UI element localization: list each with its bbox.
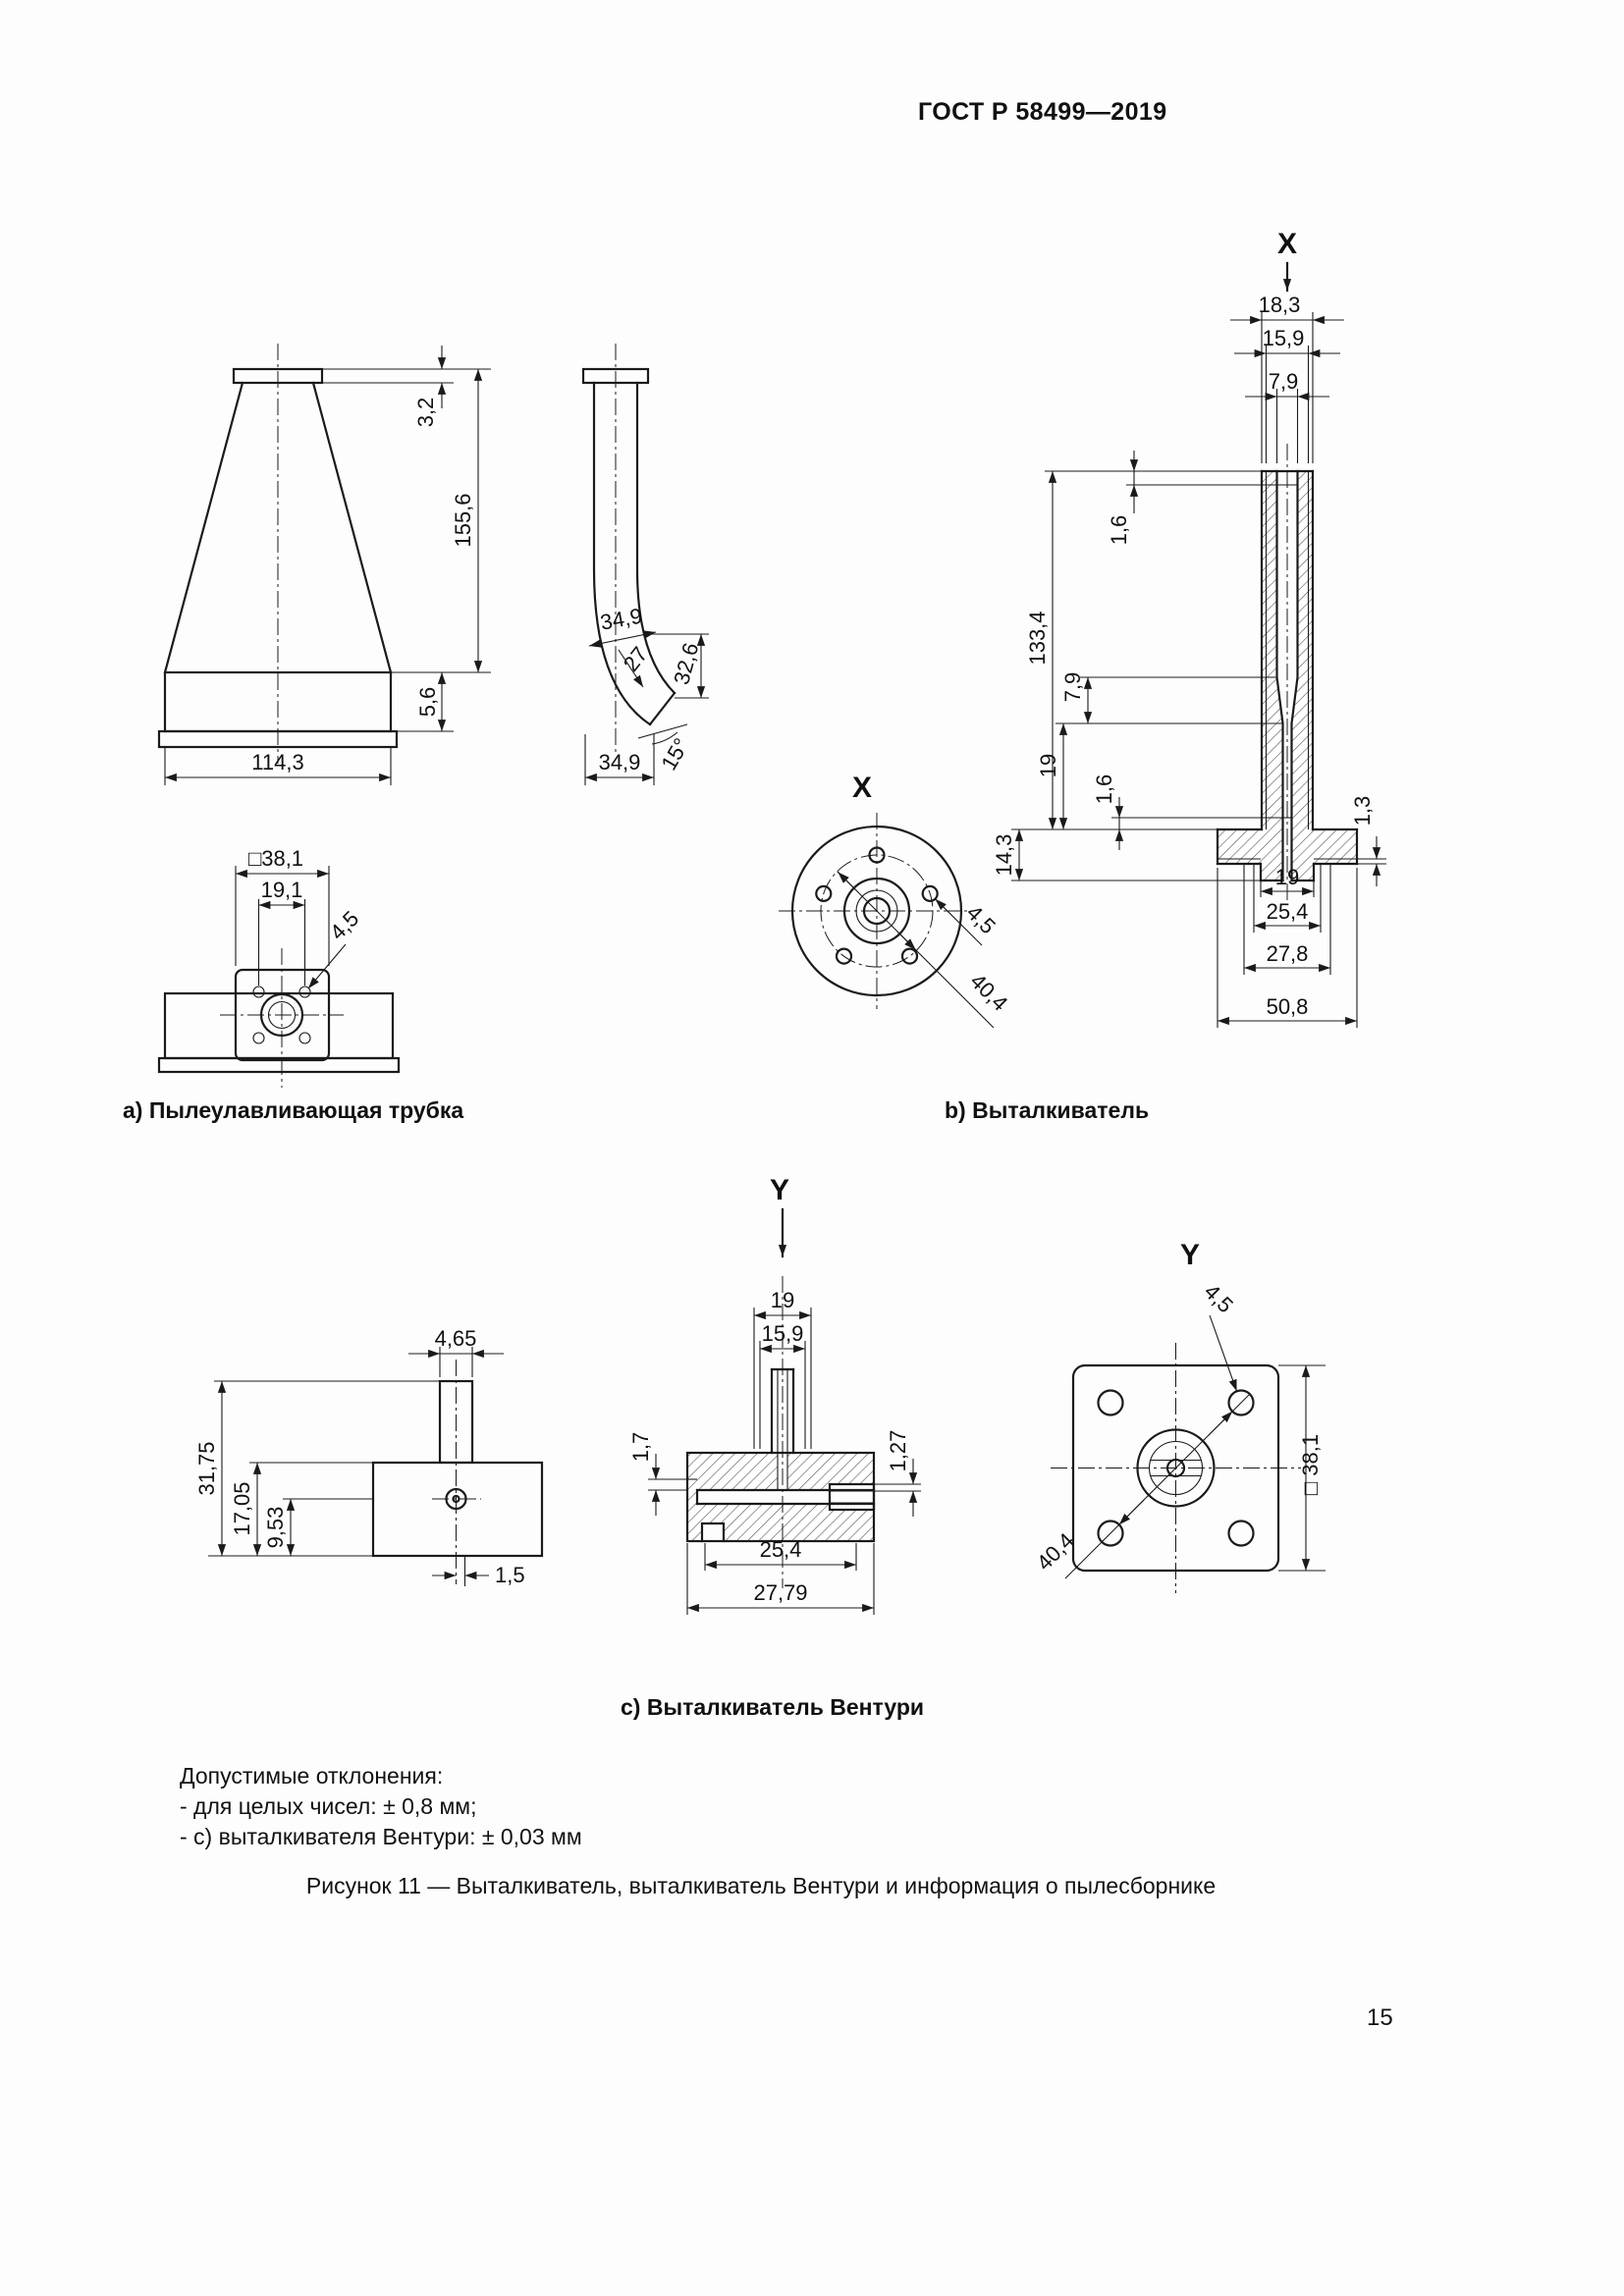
fig-b-dim-boss: 19 (1275, 865, 1299, 889)
page-number: 15 (1367, 2004, 1393, 2031)
fig-c-dim-top-outer: 19 (771, 1288, 794, 1312)
fig-c-section-view: Y 19 (628, 1174, 921, 1615)
fig-b-section-view: X (992, 228, 1386, 1028)
fig-a-dim-side-top-width: 34,9 (598, 604, 644, 635)
fig-c-dim-hole: 4,5 (1200, 1279, 1238, 1317)
fig-b-dim-recess: 25,4 (1267, 899, 1309, 924)
fig-a-dim-skirt: 5,6 (415, 687, 440, 718)
fig-b-dim-lip: 1,3 (1350, 796, 1375, 827)
fig-b-dim-wall: 1,6 (1107, 515, 1131, 546)
fig-b-dim-outer: 18,3 (1259, 293, 1301, 317)
fig-b-dim-hole: 4,5 (962, 900, 1001, 938)
figure-caption: Рисунок 11 — Выталкиватель, выталкивател… (305, 1873, 1217, 1898)
page-header: ГОСТ Р 58499—2019 (918, 98, 1167, 126)
fig-a-side-view: 34,9 27 32,6 34,9 15° (581, 344, 709, 785)
fig-c-dim-top-inner: 15,9 (762, 1321, 804, 1346)
fig-c-view-marker-y: Y (1180, 1239, 1200, 1271)
fig-c-dim-inner-width: 25,4 (760, 1537, 802, 1562)
fig-c-dim-lower-height: 9,53 (263, 1507, 288, 1549)
fig-c-dim-height: 31,75 (194, 1441, 219, 1495)
fig-b-dim-taper: 7,9 (1060, 672, 1085, 703)
fig-c-dim-step-left: 1,7 (628, 1432, 653, 1463)
fig-b-dim-flange-width: 50,8 (1267, 994, 1309, 1019)
fig-b-dim-mid: 15,9 (1263, 326, 1305, 350)
fig-c-dim-stem: 4,65 (435, 1326, 477, 1351)
fig-a-dim-flange: 3,2 (413, 398, 438, 428)
fig-b-dim-throat: 19 (1036, 754, 1060, 777)
fig-a-dim-square: □38,1 (248, 846, 303, 871)
fig-b-dim-step: 27,8 (1267, 941, 1309, 966)
fig-a-dim-height: 155,6 (451, 493, 475, 547)
fig-a-dim-angle: 15° (656, 734, 693, 774)
fig-c-y-view: Y 4,5 □ 38,1 40,4 (1032, 1239, 1326, 1593)
fig-b-dim-bolt-circle: 40,4 (965, 969, 1012, 1016)
fig-c-view-marker-top: Y (770, 1174, 789, 1206)
fig-a-dim-side-bottom-width: 34,9 (599, 750, 641, 774)
fig-b-view-marker-x: X (852, 772, 872, 804)
fig-c-dim-diagonal: 40,4 (1032, 1528, 1079, 1575)
fig-a-front-view: 3,2 155,6 5,6 114,3 (157, 344, 491, 785)
fig-b-label: b) Выталкиватель (945, 1097, 1150, 1123)
tolerance-item-1: - для целых чисел: ± 0,8 мм; (180, 1793, 477, 1819)
fig-b-x-view: X 40,4 4,5 (779, 772, 1012, 1029)
fig-b-dim-flange-height: 14,3 (992, 834, 1016, 877)
fig-b-view-marker-top: X (1277, 228, 1297, 260)
fig-a-dim-width: 114,3 (251, 750, 303, 774)
tolerance-title: Допустимые отклонения: (180, 1763, 444, 1789)
fig-c-label: c) Выталкиватель Вентури (621, 1694, 925, 1720)
fig-a-bottom-view: □38,1 19,1 4,5 (157, 846, 401, 1088)
fig-c-dim-square: □ 38,1 (1298, 1434, 1323, 1495)
fig-c-dim-step-right: 1,27 (886, 1430, 910, 1472)
fig-a-dim-bolt-spacing: 19,1 (261, 878, 303, 902)
fig-b-dim-bore: 7,9 (1269, 369, 1299, 394)
tolerance-note: Допустимые отклонения: - для целых чисел… (180, 1761, 582, 1852)
fig-a-label: a) Пылеулавливающая трубка (123, 1097, 464, 1123)
tolerance-item-2: - с) выталкивателя Вентури: ± 0,03 мм (180, 1824, 582, 1849)
fig-c-dim-outer-width: 27,79 (753, 1580, 807, 1605)
fig-a-dim-outlet-height: 32,6 (669, 640, 703, 687)
fig-b-dim-gap: 1,6 (1092, 774, 1116, 805)
fig-a-dim-hole: 4,5 (325, 906, 363, 944)
fig-c-left-view: 31,75 17,05 9,53 4,65 1,5 (194, 1326, 544, 1587)
fig-c-dim-offset: 1,5 (495, 1563, 525, 1587)
fig-b-dim-height: 133,4 (1025, 611, 1050, 665)
fig-c-dim-mid-height: 17,05 (230, 1481, 254, 1535)
